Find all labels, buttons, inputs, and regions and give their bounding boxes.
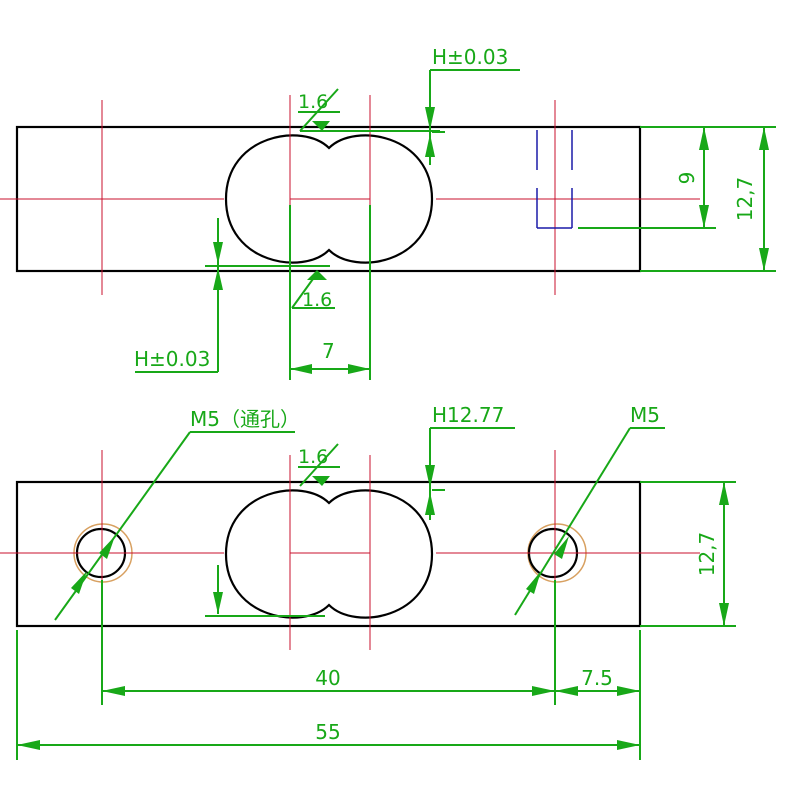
- top-tolerance-top-label: H±0.03: [432, 45, 508, 69]
- overall-length-label: 55: [315, 720, 340, 744]
- top-view: H±0.03 1.6 1.6 H±0.03 7 9 12,7: [0, 45, 776, 380]
- right-hole-label: M5: [630, 403, 660, 427]
- top-tolerance-bottom-label: H±0.03: [134, 347, 210, 371]
- bottom-slot-top-label: 1.6: [298, 446, 328, 468]
- bottom-dimensions: [16, 427, 736, 760]
- bottom-body-outline: [15, 480, 642, 628]
- left-hole-label: M5（通孔）: [190, 407, 300, 431]
- top-slot-top-label: 1.6: [298, 91, 328, 113]
- height-ref-label: H12.77: [432, 403, 504, 427]
- top-inner-height-label: 9: [675, 172, 699, 185]
- top-hidden-thread: [536, 130, 573, 229]
- bottom-total-height-label: 12,7: [695, 532, 719, 577]
- end-offset-label: 7.5: [581, 666, 613, 690]
- top-dimensions: [135, 69, 776, 380]
- bottom-bore-outline: [224, 489, 434, 619]
- hole-pitch-label: 40: [315, 666, 340, 690]
- top-total-height-label: 12,7: [733, 177, 757, 222]
- bottom-view: M5（通孔） M5 H12.77 1.6 12,7 40 7.5 55: [0, 403, 736, 760]
- top-hole-spacing-label: 7: [322, 339, 335, 363]
- top-slot-bottom-label: 1.6: [302, 289, 332, 311]
- top-bore-outline: [224, 134, 434, 264]
